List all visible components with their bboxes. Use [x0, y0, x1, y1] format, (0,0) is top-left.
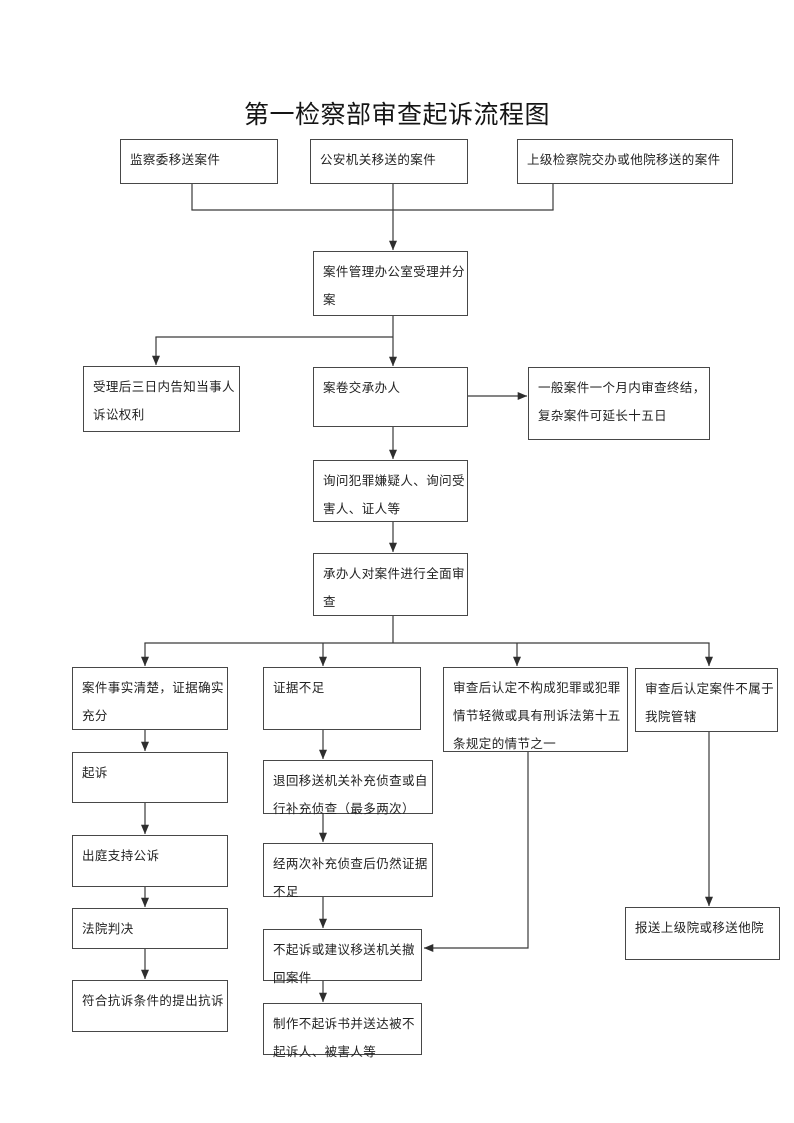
node-notify-litigation-rights: 受理后三日内告知当事人 诉讼权利 — [83, 366, 240, 432]
node-appeal-if-conditions-met: 符合抗诉条件的提出抗诉 — [72, 980, 228, 1032]
edge-no-crime-to-no-prosecution — [423, 752, 529, 952]
node-prosecute: 起诉 — [72, 752, 228, 803]
node-facts-clear-evidence-sufficient: 案件事实清楚，证据确实 充分 — [72, 667, 228, 730]
node-file-to-handler: 案卷交承办人 — [313, 367, 468, 427]
node-case-management-office: 案件管理办公室受理并分 案 — [313, 251, 468, 316]
node-no-prosecution-or-withdraw: 不起诉或建议移送机关撤 回案件 — [263, 929, 422, 985]
page-title: 第一检察部审查起诉流程图 — [243, 102, 550, 129]
node-full-case-review: 承办人对案件进行全面审 查 — [313, 553, 468, 616]
node-court-support-prosecution: 出庭支持公诉 — [72, 835, 228, 887]
edge-case-management-branch — [152, 316, 397, 367]
node-insufficient-evidence: 证据不足 — [263, 667, 421, 730]
node-no-jurisdiction: 审查后认定案件不属于 我院管辖 — [635, 668, 778, 732]
node-superior-or-other-court-transfer: 上级检察院交办或他院移送的案件 — [517, 139, 733, 184]
edge-sources-join — [191, 184, 554, 251]
node-review-time-limit: 一般案件一个月内审查终结， 复杂案件可延长十五日 — [528, 367, 710, 440]
node-court-judgment: 法院判决 — [72, 908, 228, 949]
node-no-crime-or-minor: 审查后认定不构成犯罪或犯罪 情节轻微或具有刑诉法第十五 条规定的情节之一 — [443, 667, 628, 752]
node-supervisory-committee-transfer: 监察委移送案件 — [120, 139, 278, 184]
node-supplementary-investigation: 退回移送机关补充侦查或自 行补充侦查（最多两次） — [263, 760, 433, 816]
node-police-transfer: 公安机关移送的案件 — [310, 139, 468, 184]
node-report-superior-or-transfer: 报送上级院或移送他院 — [625, 907, 780, 960]
edge-review-four-way-branch — [141, 616, 713, 667]
node-serve-non-prosecution-decision: 制作不起诉书并送达被不 起诉人、被害人等 — [263, 1003, 422, 1059]
node-interrogate-parties: 询问犯罪嫌疑人、询问受 害人、证人等 — [313, 460, 468, 522]
node-still-insufficient-after-two: 经两次补充侦查后仍然证据 不足 — [263, 843, 433, 899]
